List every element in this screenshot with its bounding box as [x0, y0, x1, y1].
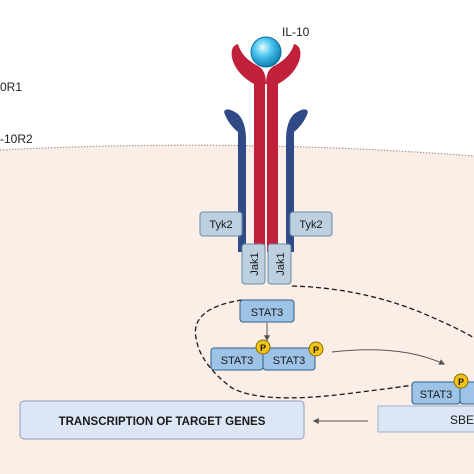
tyk2-right-box	[289, 211, 333, 237]
jak1-left-label: Jak1	[249, 252, 261, 275]
sbe-label: SBE	[450, 413, 474, 427]
stat3-nuclear-label: STAT3	[420, 389, 453, 401]
jak1-right-label: Jak1	[275, 252, 287, 275]
cell-membrane	[0, 144, 474, 157]
dashed-pathway-left	[194, 299, 419, 399]
phospho-b-label: P	[313, 345, 319, 355]
transcription-label: TRANSCRIPTION OF TARGET GENES	[59, 416, 266, 428]
dashed-pathway-right	[291, 285, 474, 339]
phospho-a-circle	[255, 339, 271, 355]
tyk2-left-label: Tyk2	[209, 219, 232, 231]
receptor2-label: -10R2	[0, 132, 33, 146]
phospho-b-circle	[308, 341, 324, 357]
stat3-dimer-b-label: STAT3	[273, 355, 306, 367]
sbe-box	[377, 405, 474, 433]
il10r1-right-chain	[266, 44, 301, 252]
jak1-left-box	[241, 243, 266, 285]
transcription-box	[19, 400, 305, 440]
tyk2-left-box	[199, 211, 243, 237]
stat3-dimer-a-label: STAT3	[221, 355, 254, 367]
phospho-c-circle	[453, 373, 469, 389]
tyk2-right-label: Tyk2	[299, 219, 322, 231]
ligand-label: IL-10	[282, 25, 310, 39]
jak1-right-box	[267, 243, 292, 285]
stat3-dimer-b-box	[262, 347, 316, 371]
receptor-stalk-gap	[265, 84, 267, 252]
phospho-a-label: P	[260, 343, 266, 353]
il10r1-left-chain	[231, 44, 266, 252]
il10-ligand	[250, 36, 282, 68]
stat3-single-box	[239, 299, 295, 323]
cell-cytoplasm	[0, 145, 474, 474]
stat3-single-label: STAT3	[251, 307, 284, 319]
phospho-c-label: P	[458, 377, 464, 387]
receptor1-label: 0R1	[0, 80, 22, 94]
arrow-dimer-to-nucleus	[331, 349, 446, 365]
